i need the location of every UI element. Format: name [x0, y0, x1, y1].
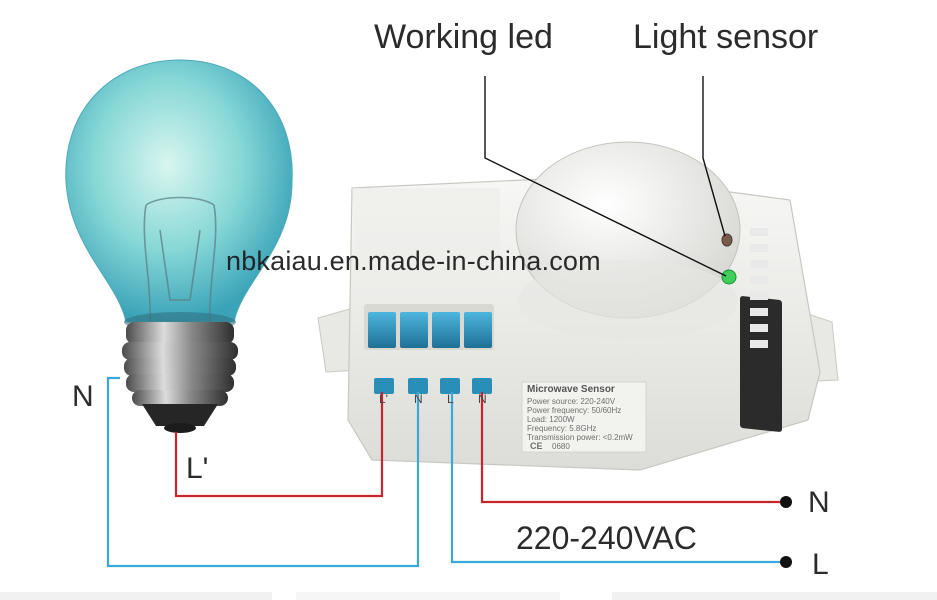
terminal-mark-n2: N [478, 392, 487, 406]
bulb-live-label: L' [186, 452, 209, 485]
bulb-glass [65, 59, 293, 323]
bottom-strip-left [0, 592, 272, 600]
light-sensor-window [721, 233, 733, 247]
bulb-neutral-label: N [72, 380, 94, 413]
neutral-wire-supply [480, 392, 786, 504]
wiring [106, 376, 786, 568]
bottom-strip-right [612, 592, 937, 600]
plate-line: Load: 1200W [527, 415, 575, 424]
bottom-strip-mid [296, 592, 560, 600]
dip-switch [740, 228, 782, 432]
microwave-sensor-device [317, 141, 839, 471]
terminal-block [364, 304, 494, 394]
light-sensor-leader [702, 76, 726, 237]
working-led-label: Working led [374, 18, 553, 56]
terminal-dot-l [780, 556, 792, 568]
terminal-dot-n [780, 496, 792, 508]
bulb-base [122, 322, 238, 433]
light-sensor-label: Light sensor [633, 18, 819, 56]
bulb-filament [143, 196, 217, 331]
neutral-wire-load [106, 376, 420, 568]
plate-line: Power frequency: 50/60Hz [527, 406, 622, 415]
supply-neutral-label: N [808, 486, 830, 519]
live-wire-load [174, 392, 384, 498]
plate-line: Frequency: 5.8GHz [527, 424, 597, 433]
rating-plate [521, 381, 647, 453]
terminal-mark-l: L [447, 392, 454, 406]
terminal-mark-n1: N [414, 392, 423, 406]
working-led-leader [484, 76, 727, 277]
voltage-label: 220-240VAC [516, 520, 697, 556]
watermark: nbkaiau.en.made-in-china.com [226, 246, 601, 276]
plate-title: Microwave Sensor [527, 384, 615, 395]
working-led-indicator [721, 269, 737, 285]
plate-line: Power source: 220-240V [527, 397, 616, 406]
supply-live-label: L [812, 548, 829, 581]
live-wire-supply [450, 392, 786, 564]
plate-ce-mark: CE [530, 441, 543, 451]
plate-cert-number: 0680 [552, 442, 570, 451]
terminal-mark-l-prime: L' [379, 392, 388, 406]
light-bulb [65, 59, 293, 433]
plate-line: Transmission power: <0.2mW [527, 433, 633, 442]
